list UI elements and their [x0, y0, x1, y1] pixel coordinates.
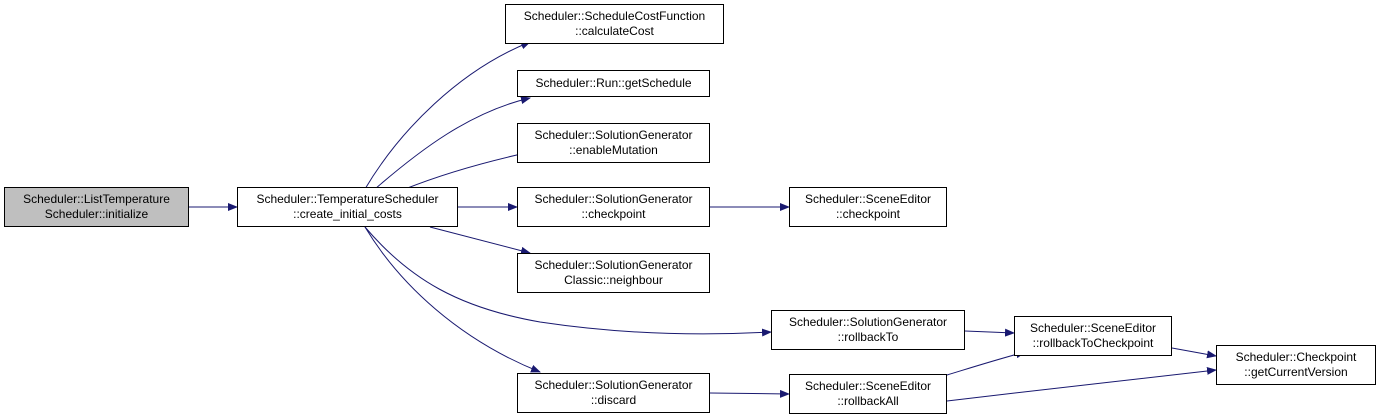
node-label-line2: ::calculateCost — [575, 24, 654, 38]
node-label-line1: Scheduler::SceneEditor — [1029, 321, 1157, 335]
node-run-get-schedule[interactable]: Scheduler::Run::getSchedule — [517, 70, 710, 97]
node-scene-editor-checkpoint[interactable]: Scheduler::SceneEditor ::checkpoint — [789, 187, 947, 227]
node-label-line1: Scheduler::SceneEditor — [804, 192, 932, 206]
node-label-line2: ::rollbackToCheckpoint — [1032, 336, 1154, 350]
node-solution-generator-checkpoint[interactable]: Scheduler::SolutionGenerator ::checkpoin… — [517, 187, 710, 227]
edge-create-to-get-schedule — [374, 96, 531, 190]
node-label-line2: ::discard — [590, 393, 637, 407]
node-label-line2: ::rollbackTo — [837, 330, 899, 344]
edge-create-to-neighbour — [429, 226, 531, 255]
node-label-line2: ::enableMutation — [569, 143, 658, 157]
node-solution-generator-classic-neighbour[interactable]: Scheduler::SolutionGenerator Classic::ne… — [517, 253, 710, 293]
node-label-line1: Scheduler::Run::getSchedule — [535, 76, 692, 90]
node-solution-generator-discard[interactable]: Scheduler::SolutionGenerator ::discard — [517, 373, 710, 413]
node-label-line1: Scheduler::ListTemperature — [23, 192, 170, 206]
node-label-line2: Scheduler::initialize — [44, 207, 149, 221]
edge-create-to-rollback-to — [364, 226, 772, 337]
node-schedule-cost-function-calculate-cost[interactable]: Scheduler::ScheduleCostFunction ::calcul… — [505, 4, 724, 44]
node-label-line1: Scheduler::SolutionGenerator — [534, 128, 693, 142]
node-label-line1: Scheduler::Checkpoint — [1235, 350, 1357, 364]
edge-rollback-to-checkpoint-to-get-current-version — [1171, 347, 1217, 359]
edge-create-to-calculate-cost — [364, 41, 531, 190]
node-label-line1: Scheduler::SceneEditor — [804, 379, 932, 393]
node-label-line2: Classic::neighbour — [564, 273, 663, 287]
node-label-line1: Scheduler::SolutionGenerator — [788, 315, 948, 329]
node-label-line1: Scheduler::ScheduleCostFunction — [523, 9, 706, 23]
node-solution-generator-enable-mutation[interactable]: Scheduler::SolutionGenerator ::enableMut… — [517, 123, 710, 163]
node-label-line2: ::checkpoint — [835, 207, 901, 221]
node-label-line1: Scheduler::SolutionGenerator — [534, 258, 693, 272]
edge-rollback-all-to-get-current-version — [946, 366, 1217, 402]
node-label-line1: Scheduler::SolutionGenerator — [534, 192, 693, 206]
node-label-line2: ::getCurrentVersion — [1244, 365, 1348, 379]
node-solution-generator-rollback-to[interactable]: Scheduler::SolutionGenerator ::rollbackT… — [771, 310, 965, 350]
node-label-line2: ::rollbackAll — [837, 394, 899, 408]
node-scene-editor-rollback-to-checkpoint[interactable]: Scheduler::SceneEditor ::rollbackToCheck… — [1014, 316, 1172, 356]
node-label-line1: Scheduler::SolutionGenerator — [534, 378, 693, 392]
node-label-line2: ::create_initial_costs — [293, 207, 402, 221]
edge-discard-to-rollback-all — [709, 389, 790, 398]
node-label-line2: ::checkpoint — [581, 207, 646, 221]
node-scene-editor-rollback-all[interactable]: Scheduler::SceneEditor ::rollbackAll — [789, 374, 947, 414]
node-checkpoint-get-current-version[interactable]: Scheduler::Checkpoint ::getCurrentVersio… — [1216, 345, 1376, 385]
node-label-line1: Scheduler::TemperatureScheduler — [256, 192, 439, 206]
node-temperature-scheduler-create-initial-costs[interactable]: Scheduler::TemperatureScheduler ::create… — [237, 187, 458, 227]
edge-rollback-to-to-rollback-to-checkpoint — [964, 328, 1015, 337]
edge-create-to-enable-mutation — [404, 150, 531, 190]
node-list-temperature-scheduler-initialize: Scheduler::ListTemperature Scheduler::in… — [4, 187, 189, 227]
edge-create-to-discard — [364, 226, 541, 373]
